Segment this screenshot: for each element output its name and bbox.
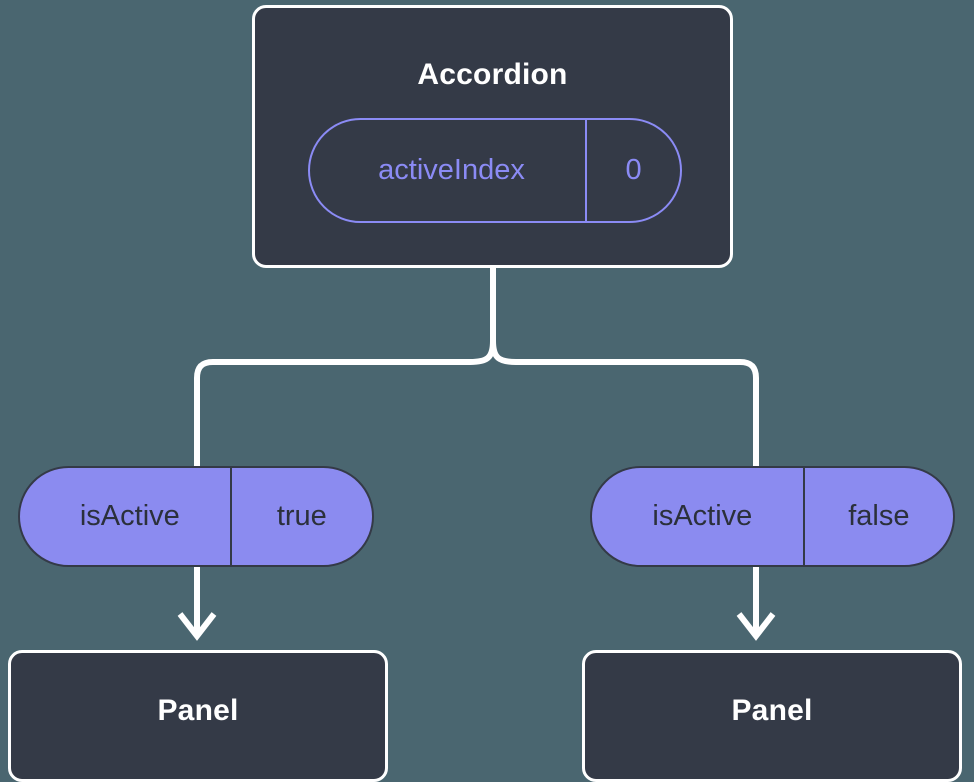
prop-pill-is-active-false-key: isActive (652, 500, 753, 532)
node-panel-right[interactable]: Panel (582, 650, 962, 782)
prop-pill-active-index-key: activeIndex (378, 154, 525, 186)
prop-pill-is-active-false-value: false (802, 468, 953, 565)
prop-pill-is-active-true-value: true (229, 468, 372, 565)
node-panel-left[interactable]: Panel (8, 650, 388, 782)
prop-pill-active-index-value: 0 (585, 120, 680, 221)
node-panel-left-title: Panel (157, 694, 239, 727)
connector-branch-right (490, 340, 759, 466)
arrow-head-right (736, 612, 776, 641)
prop-pill-active-index[interactable]: activeIndex 0 (308, 118, 682, 223)
arrow-head-left (177, 612, 217, 641)
connector-branch-left (194, 340, 496, 466)
prop-pill-is-active-true-key: isActive (79, 500, 180, 532)
prop-pill-is-active-false[interactable]: isActive false (590, 466, 955, 567)
node-accordion-title: Accordion (417, 58, 568, 91)
node-panel-right-title: Panel (731, 694, 813, 727)
prop-pill-is-active-true[interactable]: isActive true (18, 466, 374, 567)
